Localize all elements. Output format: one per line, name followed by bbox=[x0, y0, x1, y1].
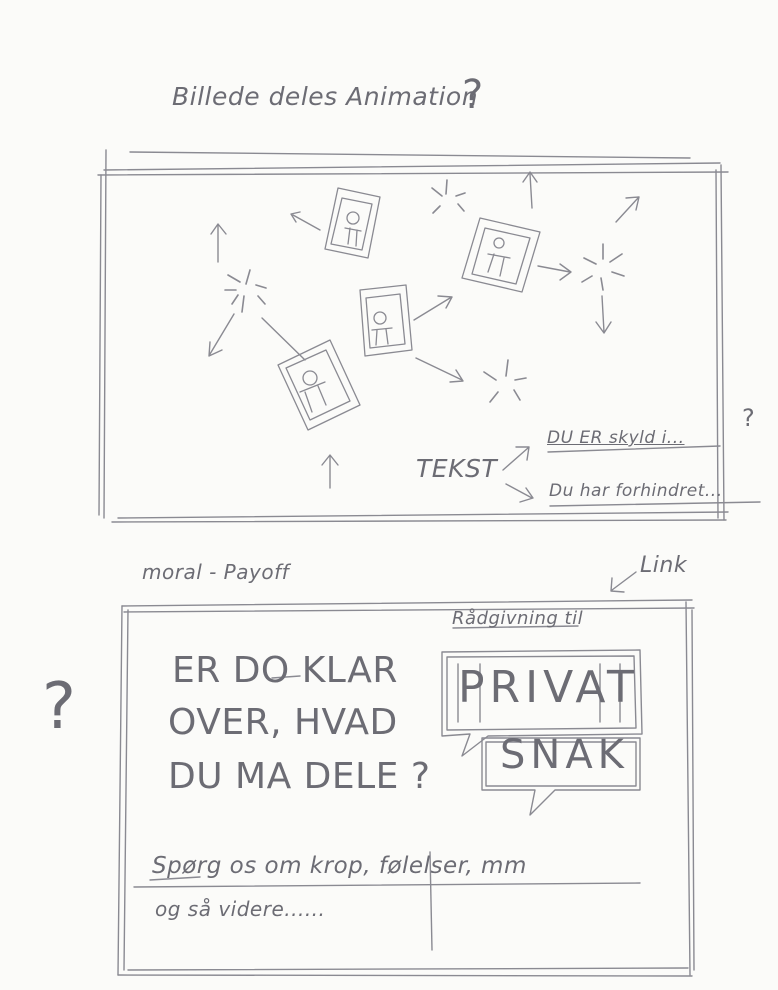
question-line-1: ER DO KLAR bbox=[172, 650, 398, 691]
question-line-3: DU MA DELE ? bbox=[168, 756, 431, 797]
moral-panel-title: moral - Payoff bbox=[142, 560, 290, 584]
moral-panel-frame bbox=[117, 599, 695, 977]
text-label: TEKST bbox=[416, 454, 498, 483]
title-question-mark: ? bbox=[462, 72, 484, 118]
image-card-2 bbox=[461, 217, 541, 293]
text-option-1: DU ER skyld i... bbox=[547, 428, 685, 448]
text-option-2: Du har forhindret... bbox=[549, 481, 723, 501]
sketch-title: Billede deles Animation bbox=[172, 82, 479, 111]
question-line-2: OVER, HVAD bbox=[168, 702, 398, 743]
animation-panel-frame bbox=[97, 149, 729, 523]
snak-bubble-label[interactable]: SNAK bbox=[500, 732, 629, 778]
image-card-3 bbox=[359, 284, 413, 357]
motion-arrows bbox=[208, 171, 640, 503]
image-card-4 bbox=[277, 339, 361, 431]
moral-question-mark: ? bbox=[42, 670, 77, 744]
privat-bubble-label[interactable]: PRIVAT bbox=[458, 662, 639, 713]
footer-line-1: Spørg os om krop, følelser, mm bbox=[152, 853, 527, 879]
chat-caption: Rådgivning til bbox=[452, 608, 584, 629]
footer-line-2: og så videre...... bbox=[155, 897, 326, 921]
options-question-mark: ? bbox=[742, 404, 756, 432]
sparkle-group bbox=[224, 179, 625, 403]
annotation-strokes bbox=[149, 445, 761, 881]
link-note: Link bbox=[640, 553, 688, 578]
speech-bubbles bbox=[441, 649, 643, 816]
image-card-1 bbox=[324, 187, 381, 259]
